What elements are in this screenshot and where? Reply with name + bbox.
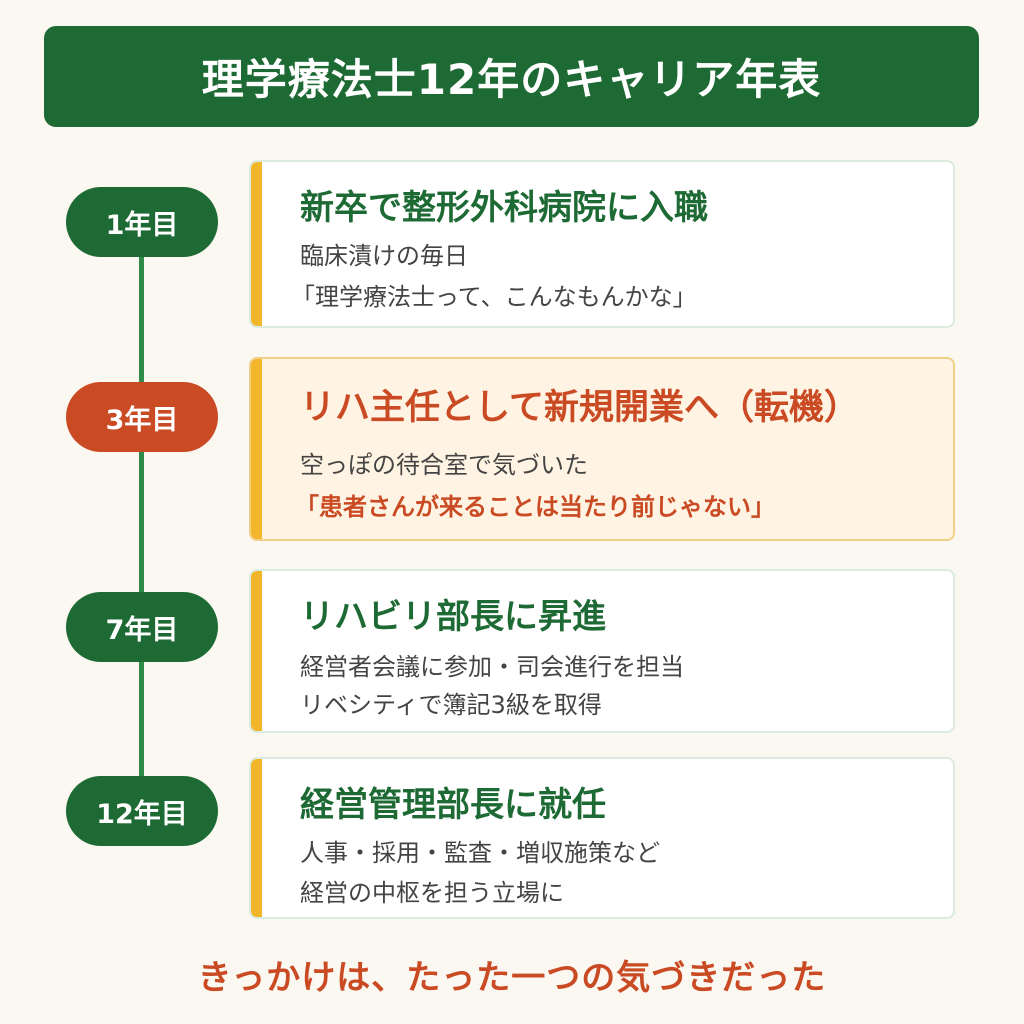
- year-badge-1: 1年目: [66, 187, 218, 257]
- year-badge-12: 12年目: [66, 776, 218, 846]
- timeline-card-7: リハビリ部長に昇進 経営者会議に参加・司会進行を担当 リベシティで簿記3級を取得: [249, 569, 955, 733]
- year-badge-3: 3年目: [66, 382, 218, 452]
- card-accent-bar: [251, 759, 262, 917]
- card-heading: リハビリ部長に昇進: [300, 597, 606, 637]
- card-text-line: 臨床漬けの毎日: [300, 242, 468, 270]
- card-text-line: 経営の中枢を担う立場に: [300, 879, 564, 907]
- timeline-card-1: 新卒で整形外科病院に入職 臨床漬けの毎日 「理学療法士って、こんなもんかな」: [249, 160, 955, 328]
- card-heading: 新卒で整形外科病院に入職: [300, 188, 708, 228]
- card-quote-line: 「患者さんが来ることは当たり前じゃない」: [295, 493, 775, 521]
- timeline-card-12: 経営管理部長に就任 人事・採用・監査・増収施策など 経営の中枢を担う立場に: [249, 757, 955, 919]
- card-accent-bar: [251, 359, 262, 539]
- card-text-line: 経営者会議に参加・司会進行を担当: [300, 653, 684, 681]
- year-badge-7: 7年目: [66, 592, 218, 662]
- card-text-line: 人事・採用・監査・増収施策など: [300, 839, 660, 867]
- card-heading: 経営管理部長に就任: [300, 785, 606, 825]
- card-text-line: リベシティで簿記3級を取得: [300, 691, 602, 719]
- timeline-card-3: リハ主任として新規開業へ（転機） 空っぽの待合室で気づいた 「患者さんが来ること…: [249, 357, 955, 541]
- card-heading: リハ主任として新規開業へ（転機）: [300, 388, 859, 428]
- card-quote-line: 「理学療法士って、こんなもんかな」: [291, 283, 697, 311]
- title-banner: 理学療法士12年のキャリア年表: [44, 26, 979, 127]
- card-accent-bar: [251, 571, 262, 731]
- page-title: 理学療法士12年のキャリア年表: [201, 55, 822, 104]
- timeline-line: [139, 222, 144, 810]
- card-accent-bar: [251, 162, 262, 326]
- footer-tagline: きっかけは、たった一つの気づきだった: [197, 958, 827, 998]
- card-text-line: 空っぽの待合室で気づいた: [300, 451, 588, 479]
